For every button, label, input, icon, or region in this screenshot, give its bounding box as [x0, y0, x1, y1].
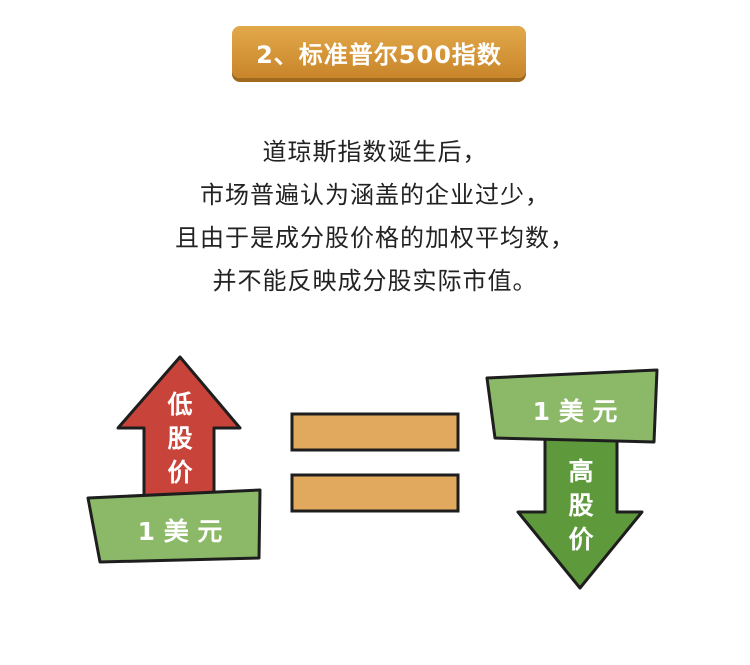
equals-top-bar [290, 412, 460, 452]
intro-paragraph: 道琼斯指数诞生后， 市场普遍认为涵盖的企业过少， 且由于是成分股价格的加权平均数… [0, 131, 750, 303]
left-dollar-label: 1 美 元 [137, 517, 223, 546]
label-char: 价 [568, 525, 594, 554]
paragraph-line: 市场普遍认为涵盖的企业过少， [200, 181, 550, 209]
section-title-banner: 2、标准普尔500指数 [232, 26, 526, 78]
label-char: 高 [568, 457, 594, 486]
label-char: 价 [167, 458, 193, 487]
left-dollar-banner-shape [86, 488, 262, 564]
label-char: 低 [167, 390, 193, 419]
low-price-label: 低 股 价 [160, 388, 200, 490]
high-price-label: 高 股 价 [561, 455, 601, 557]
label-char: 股 [568, 491, 594, 520]
down-arrow-icon [516, 436, 644, 590]
right-dollar-banner-shape [485, 368, 659, 444]
equals-bottom-bar [290, 473, 460, 513]
paragraph-line: 且由于是成分股价格的加权平均数， [175, 224, 575, 252]
label-char: 股 [167, 424, 193, 453]
section-title: 2、标准普尔500指数 [256, 40, 502, 69]
paragraph-line: 并不能反映成分股实际市值。 [212, 267, 538, 295]
right-dollar-label: 1 美 元 [532, 397, 618, 426]
paragraph-line: 道琼斯指数诞生后， [262, 138, 488, 166]
